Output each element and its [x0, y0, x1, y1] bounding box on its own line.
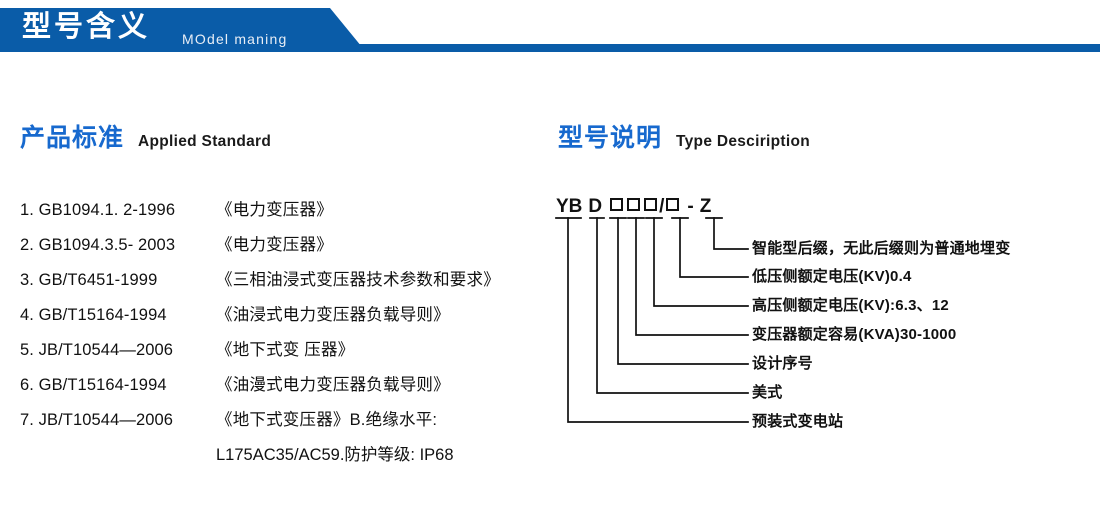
leader-lines: [555, 217, 749, 423]
list-item: 1. GB1094.1. 2-1996 《电力变压器》: [20, 196, 550, 231]
code-box-1: [610, 198, 624, 211]
section-heading-type-description: 型号说明 Type Desciription: [558, 118, 810, 154]
code-part-dash: -: [687, 196, 694, 217]
banner-title-zh: 型号含义: [22, 11, 151, 43]
standard-name: 《电力变压器》: [216, 201, 333, 219]
standard-code: 4. GB/T15164-1994: [20, 306, 167, 324]
standard-name: 《地下式变压器》B.绝缘水平:: [216, 411, 438, 429]
list-item: 4. GB/T15164-1994 《油浸式电力变压器负载导则》: [20, 301, 550, 336]
standard-code: 2. GB1094.3.5- 2003: [20, 236, 176, 254]
banner-title-en: MOdel maning: [182, 31, 288, 47]
code-box-2: [627, 198, 641, 211]
standard-code: 3. GB/T6451-1999: [20, 271, 158, 289]
type-code-label-rated-capacity: 变压器额定容易(KVA)30-1000: [752, 326, 957, 343]
list-item: 3. GB/T6451-1999 《三相油浸式变压器技术参数和要求》: [20, 266, 550, 301]
code-part-slash: /: [659, 196, 665, 217]
type-code-label-prefab-substation: 预装式变电站: [752, 413, 844, 430]
section-heading-en: Applied Standard: [138, 133, 272, 150]
list-item: 6. GB/T15164-1994 《油漫式电力变压器负载导则》: [20, 371, 550, 406]
code-part-z: Z: [699, 196, 712, 217]
list-item: 2. GB1094.3.5- 2003 《电力变压器》: [20, 231, 550, 266]
standard-code: 7. JB/T10544—2006: [20, 411, 174, 429]
standard-name: 《地下式变 压器》: [216, 341, 355, 359]
code-box-4: [666, 198, 680, 211]
code-part-d: D: [588, 196, 603, 217]
type-code-label-american-style: 美式: [752, 384, 783, 401]
list-item: 5. JB/T10544—2006 《地下式变 压器》: [20, 336, 550, 371]
type-code-label-lv-voltage: 低压侧额定电压(KV)0.4: [752, 268, 912, 285]
standard-code: 5. JB/T10544—2006: [20, 341, 174, 359]
standard-name: 《电力变压器》: [216, 236, 333, 254]
section-heading-zh: 型号说明: [558, 124, 663, 152]
code-part-yb: YB: [556, 196, 583, 217]
list-item: 7. JB/T10544—2006 《地下式变压器》B.绝缘水平:: [20, 406, 550, 441]
page-banner: 型号含义 MOdel maning: [0, 0, 1100, 60]
section-heading-applied-standard: 产品标准 Applied Standard: [20, 118, 271, 154]
standard-code: 6. GB/T15164-1994: [20, 376, 167, 394]
standard-continuation-line: L175AC35/AC59.防护等级: IP68: [216, 446, 454, 464]
type-code-label-suffix: 智能型后缀，无此后缀则为普通地埋变: [752, 240, 1011, 257]
section-heading-en: Type Desciription: [676, 133, 811, 150]
standard-code: 1. GB1094.1. 2-1996: [20, 201, 176, 219]
type-code-label-design-serial: 设计序号: [752, 355, 813, 372]
standard-name: 《油漫式电力变压器负载导则》: [216, 376, 450, 394]
type-code-label-hv-voltage: 高压侧额定电压(KV):6.3、12: [752, 297, 949, 314]
standard-name: 《油浸式电力变压器负载导则》: [216, 306, 450, 324]
section-heading-zh: 产品标准: [20, 124, 125, 152]
banner-underline-bar: [0, 44, 1100, 52]
standards-list: 1. GB1094.1. 2-1996 《电力变压器》 2. GB1094.3.…: [20, 196, 550, 476]
standard-name: 《三相油浸式变压器技术参数和要求》: [216, 271, 500, 289]
code-box-3: [644, 198, 658, 211]
